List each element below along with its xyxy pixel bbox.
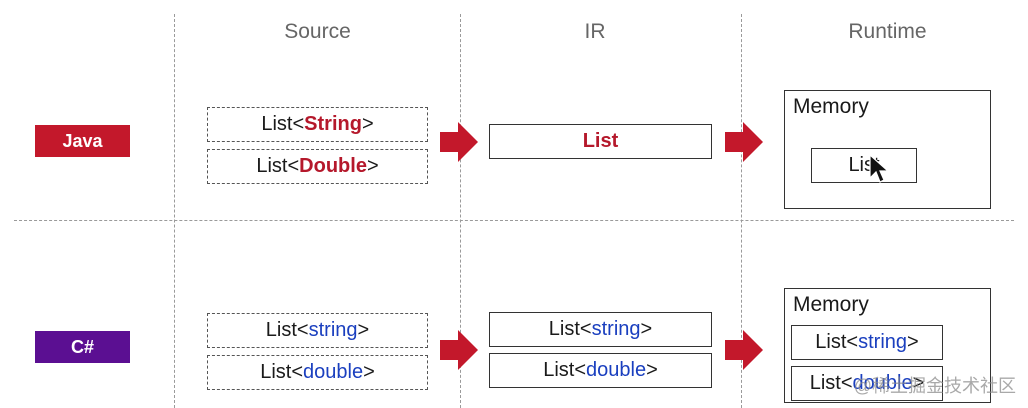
csharp-ir-1-type: string	[591, 318, 641, 340]
csharp-ir-2-prefix: List<	[543, 359, 587, 381]
csharp-ir-1-suffix: >	[640, 318, 653, 340]
java-arrow-source-to-ir	[440, 122, 478, 162]
csharp-runtime-memory: Memory List<string> List<double>	[784, 288, 991, 403]
java-runtime-memory: Memory List	[784, 90, 991, 209]
java-source-2-suffix: >	[366, 155, 379, 177]
column-header-ir: IR	[584, 20, 606, 43]
csharp-arrow-ir-to-runtime	[725, 330, 763, 370]
csharp-source-2-prefix: List<	[260, 361, 304, 383]
csharp-source-list-string: List<string>	[207, 313, 428, 348]
java-arrow-ir-to-runtime	[725, 122, 763, 162]
csharp-ir-list-string: List<string>	[489, 312, 712, 347]
csharp-ir-2-suffix: >	[646, 359, 658, 381]
java-memory-title: Memory	[793, 95, 869, 118]
java-ir-text: List	[582, 130, 619, 152]
java-source-list-string: List<String>	[207, 107, 428, 142]
java-source-1-suffix: >	[361, 113, 374, 135]
column-header-source: Source	[284, 20, 351, 43]
java-memory-list: List	[811, 148, 917, 183]
csharp-memory-2-prefix: List<	[809, 372, 853, 394]
csharp-label: C#	[35, 331, 130, 363]
csharp-source-1-prefix: List<	[265, 319, 309, 341]
java-source-list-double: List<Double>	[207, 149, 428, 184]
csharp-memory-2-suffix: >	[912, 372, 925, 394]
csharp-arrow-source-to-ir	[440, 330, 478, 370]
csharp-memory-2-type: double	[852, 372, 913, 394]
csharp-memory-list-double: List<double>	[791, 366, 943, 401]
csharp-source-2-type: double	[303, 361, 364, 383]
csharp-memory-1-type: string	[858, 331, 908, 353]
java-label: Java	[35, 125, 130, 157]
csharp-memory-1-prefix: List<	[815, 331, 859, 353]
java-source-1-prefix: List<	[261, 113, 305, 135]
column-divider-1	[174, 14, 175, 408]
csharp-memory-list-string: List<string>	[791, 325, 943, 360]
csharp-source-2-suffix: >	[363, 361, 375, 383]
row-divider	[14, 220, 1014, 221]
csharp-ir-list-double: List<double>	[489, 353, 712, 388]
column-divider-2	[460, 14, 461, 408]
column-header-runtime: Runtime	[848, 20, 927, 43]
csharp-source-1-type: string	[308, 319, 358, 341]
csharp-source-list-double: List<double>	[207, 355, 428, 390]
csharp-memory-title: Memory	[793, 293, 869, 316]
watermark: @稀土掘金技术社区	[853, 376, 1016, 396]
java-ir-list: List	[489, 124, 712, 159]
java-source-1-type: String	[304, 113, 362, 135]
csharp-ir-2-type: double	[586, 359, 647, 381]
csharp-source-1-suffix: >	[357, 319, 370, 341]
csharp-ir-1-prefix: List<	[548, 318, 592, 340]
csharp-memory-1-suffix: >	[907, 331, 919, 353]
column-divider-3	[741, 14, 742, 408]
java-source-2-prefix: List<	[256, 155, 300, 177]
mouse-pointer-icon	[869, 154, 889, 183]
java-source-2-type: Double	[299, 155, 367, 177]
